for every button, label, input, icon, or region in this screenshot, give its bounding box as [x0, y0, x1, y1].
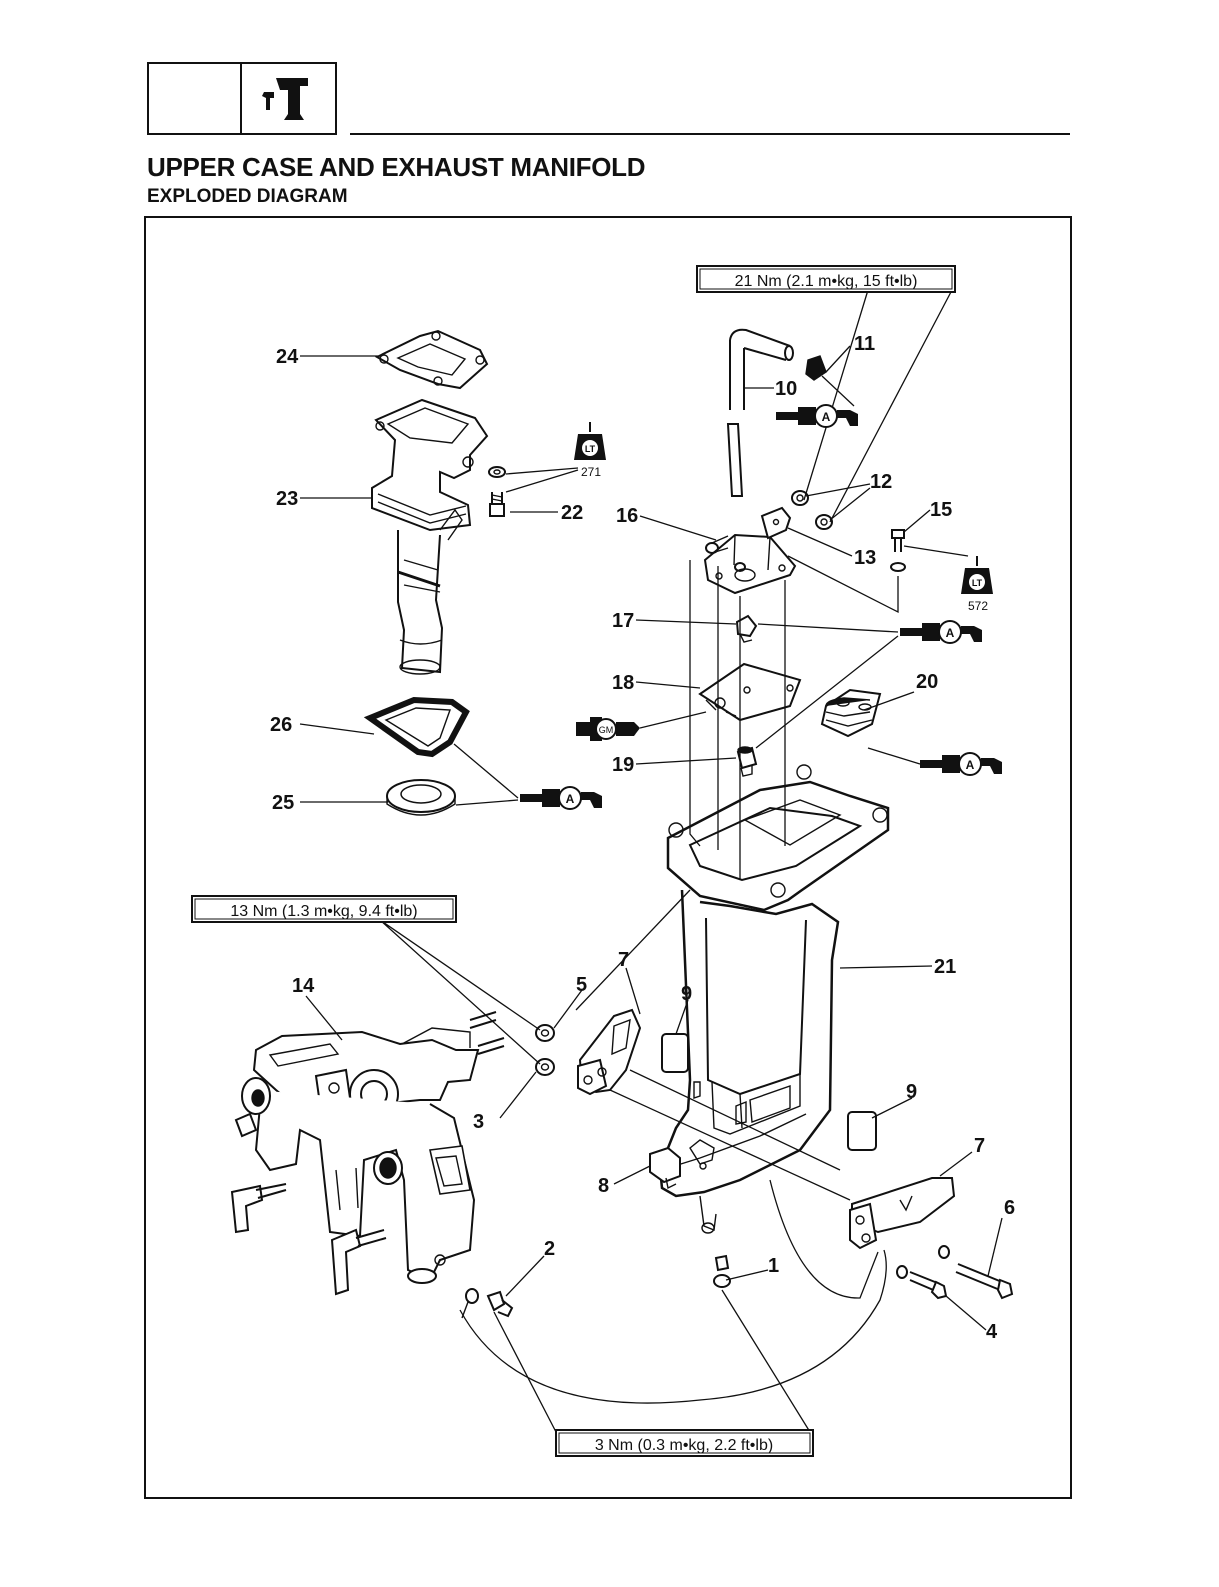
callout-25: 25: [272, 792, 294, 814]
callout-23: 23: [276, 488, 298, 510]
callout-11: 11: [854, 333, 875, 355]
grease-a-icon: A: [900, 621, 982, 643]
callout-6: 6: [1004, 1197, 1015, 1219]
callout-9b: 9: [906, 1081, 917, 1103]
fitting-19: [738, 747, 756, 776]
locktite-572-icon: LT 572: [961, 556, 993, 613]
svg-text:GM: GM: [599, 725, 614, 735]
mount-bracket-7-right: [850, 1178, 954, 1248]
screw-15: [891, 530, 905, 571]
torque-spec-top: 21 Nm (2.1 m•kg, 15 ft•lb): [735, 273, 918, 290]
callout-9a: 9: [681, 983, 692, 1005]
callout-26: 26: [270, 714, 292, 736]
grease-a-icon: A: [776, 405, 858, 427]
nut-5: [536, 1025, 554, 1041]
locktite-271-label: 271: [581, 465, 601, 479]
torque-box-top: 21 Nm (2.1 m•kg, 15 ft•lb): [697, 266, 955, 292]
callout-7b: 7: [974, 1135, 985, 1157]
svg-text:A: A: [566, 792, 575, 806]
torque-spec-middle: 13 Nm (1.3 m•kg, 9.4 ft•lb): [230, 903, 417, 920]
torque-spec-bottom: 3 Nm (0.3 m•kg, 2.2 ft•lb): [595, 1437, 773, 1454]
callout-12: 12: [870, 471, 892, 493]
callout-3: 3: [473, 1111, 484, 1133]
callout-16: 16: [616, 505, 638, 527]
svg-text:A: A: [946, 626, 955, 640]
svg-text:LT: LT: [972, 578, 983, 588]
callout-10: 10: [775, 378, 797, 400]
callout-17: 17: [612, 610, 634, 632]
bolt-4: [897, 1266, 946, 1298]
bolt-22: [489, 467, 505, 516]
seal-20: [822, 690, 880, 736]
svg-text:A: A: [966, 758, 975, 772]
exhaust-manifold-23: [372, 400, 487, 674]
callout-7a: 7: [618, 949, 629, 971]
callout-19: 19: [612, 754, 634, 776]
svg-text:LT: LT: [585, 444, 596, 454]
locktite-271-icon: LT 271: [574, 422, 606, 479]
callout-22: 22: [561, 502, 583, 524]
callout-1: 1: [768, 1255, 779, 1277]
callout-14: 14: [292, 975, 315, 997]
callout-18: 18: [612, 672, 634, 694]
grease-gm-icon: GM: [576, 717, 640, 741]
gasket-24: [377, 331, 487, 388]
rubber-mount-9-upper: [662, 1034, 688, 1072]
bolt-6: [956, 1264, 1012, 1298]
torque-box-middle: 13 Nm (1.3 m•kg, 9.4 ft•lb): [192, 896, 456, 922]
callout-13: 13: [854, 547, 876, 569]
callout-20: 20: [916, 671, 938, 693]
callout-8: 8: [598, 1175, 609, 1197]
locktite-572-label: 572: [968, 599, 988, 613]
swivel-bracket-14: [232, 1012, 504, 1294]
nut-12: [792, 491, 832, 529]
washer: [939, 1246, 949, 1258]
upper-case-21: [660, 765, 888, 1233]
svg-text:A: A: [822, 410, 831, 424]
callout-15: 15: [930, 499, 952, 521]
callout-2: 2: [544, 1238, 555, 1260]
gasket-26: [370, 700, 466, 754]
screw-1: [714, 1256, 730, 1287]
screw-2: [462, 1289, 512, 1318]
callout-21: 21: [934, 956, 956, 978]
mount-bracket-7-left: [578, 1010, 640, 1094]
nut-3: [536, 1059, 554, 1075]
callout-5: 5: [576, 974, 587, 996]
grease-a-icon: A: [520, 787, 602, 809]
rubber-mount-9-lower: [848, 1112, 876, 1150]
grease-a-icon: A: [920, 753, 1002, 775]
seal-25: [387, 780, 455, 815]
callout-4: 4: [986, 1321, 998, 1343]
bracket-13: [762, 508, 790, 538]
torque-box-bottom: 3 Nm (0.3 m•kg, 2.2 ft•lb): [556, 1430, 813, 1456]
callout-24: 24: [276, 346, 299, 368]
